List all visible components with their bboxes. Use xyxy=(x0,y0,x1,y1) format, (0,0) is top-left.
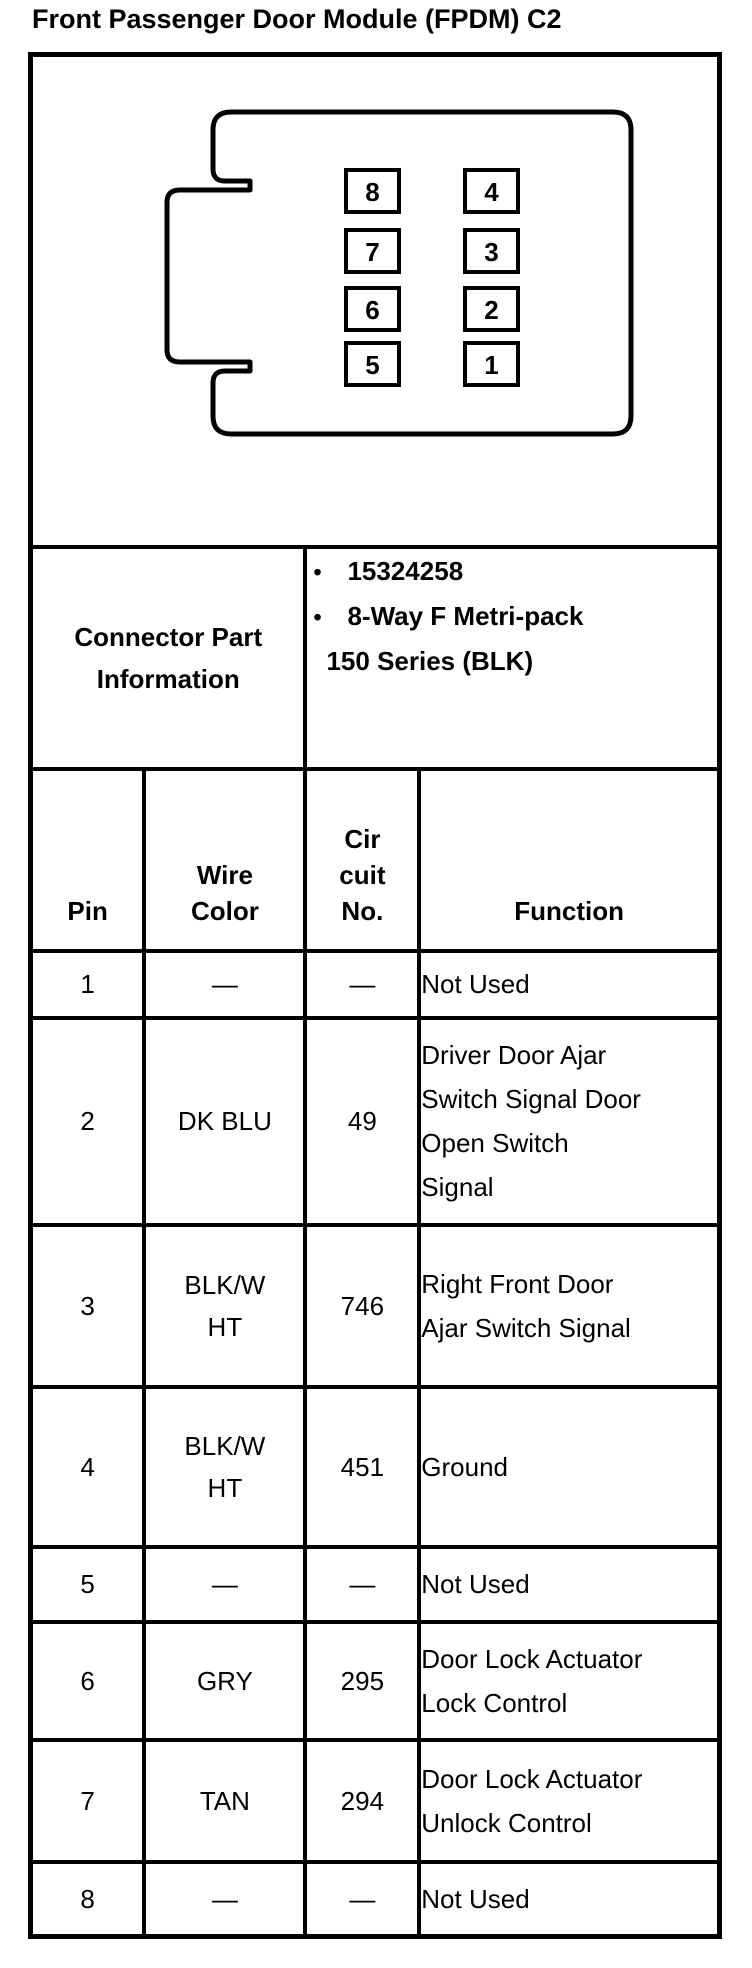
pin-number-3: 3 xyxy=(484,237,498,267)
pin-cell: 6 xyxy=(28,1619,147,1742)
connector-part-info-content: • 15324258 • 8-Way F Metri-pack 150 Seri… xyxy=(303,544,722,771)
function-cell: Right Front Door Ajar Switch Signal xyxy=(417,1222,722,1389)
connector-diagram-cell: 8 7 6 5 4 3 2 1 xyxy=(28,52,722,549)
connector-type: 8-Way F Metri-pack xyxy=(347,600,584,631)
table-row: 1 — — Not Used xyxy=(28,948,722,1020)
pinout-header-row: Pin Wire Color Cir cuit No. Function xyxy=(28,766,722,953)
pin-number-1: 1 xyxy=(484,350,498,380)
pin-number-5: 5 xyxy=(365,350,379,380)
pin-number-4: 4 xyxy=(484,177,499,207)
pin-number-7: 7 xyxy=(365,237,379,267)
wire-color-cell: — xyxy=(142,1544,308,1624)
connector-part-info-row: Connector Part Information • 15324258 • … xyxy=(28,544,722,771)
function-cell: Not Used xyxy=(417,1544,722,1624)
circuit-no-cell: — xyxy=(303,948,422,1020)
wire-color-cell: GRY xyxy=(142,1619,308,1742)
pin-cell: 5 xyxy=(28,1544,147,1624)
wire-color-cell: — xyxy=(142,1859,308,1939)
table-row: 3 BLK/W HT 746 Right Front Door Ajar Swi… xyxy=(28,1222,722,1389)
pin-cavity-6 xyxy=(344,286,401,332)
pin-cell: 2 xyxy=(28,1015,147,1227)
bullet-icon: • xyxy=(313,558,322,585)
pin-cavity-1 xyxy=(463,341,520,387)
bullet-icon: • xyxy=(313,603,322,630)
circuit-no-cell: — xyxy=(303,1859,422,1939)
part-number: 15324258 xyxy=(347,555,464,586)
pin-number-2: 2 xyxy=(484,295,498,325)
pin-cavity-7 xyxy=(344,228,401,274)
part-info-bullet-item: • 8-Way F Metri-pack xyxy=(309,594,715,639)
page-title: Front Passenger Door Module (FPDM) C2 xyxy=(32,4,562,34)
function-cell: Ground xyxy=(417,1384,722,1549)
pin-cavity-5 xyxy=(344,341,401,387)
table-row: 5 — — Not Used xyxy=(28,1544,722,1624)
table-row: 4 BLK/W HT 451 Ground xyxy=(28,1384,722,1549)
circuit-no-cell: 746 xyxy=(303,1222,422,1389)
wire-color-cell: — xyxy=(142,948,308,1020)
table-row: 6 GRY 295 Door Lock Actuator Lock Contro… xyxy=(28,1619,722,1742)
pin-cell: 4 xyxy=(28,1384,147,1549)
pin-cavity-8 xyxy=(344,168,401,214)
circuit-no-cell: — xyxy=(303,1544,422,1624)
wire-color-cell: DK BLU xyxy=(142,1015,308,1227)
pin-cell: 7 xyxy=(28,1737,147,1864)
header-function: Function xyxy=(417,766,722,953)
circuit-no-cell: 295 xyxy=(303,1619,422,1742)
table-row: 7 TAN 294 Door Lock Actuator Unlock Cont… xyxy=(28,1737,722,1864)
header-circuit-no: Cir cuit No. xyxy=(303,766,422,953)
pin-cavity-4 xyxy=(463,168,520,214)
connector-series: 150 Series (BLK) xyxy=(326,645,534,676)
circuit-no-cell: 49 xyxy=(303,1015,422,1227)
pin-cavity-2 xyxy=(463,286,520,332)
connector-part-info-label: Connector Part Information xyxy=(28,544,308,771)
part-info-bullet-item: • 15324258 xyxy=(309,551,715,594)
table-row: 2 DK BLU 49 Driver Door Ajar Switch Sign… xyxy=(28,1015,722,1227)
function-cell: Not Used xyxy=(417,1859,722,1939)
pin-number-8: 8 xyxy=(365,177,379,207)
pin-cell: 1 xyxy=(28,948,147,1020)
function-cell: Not Used xyxy=(417,948,722,1020)
function-cell: Door Lock Actuator Lock Control xyxy=(417,1619,722,1742)
wire-color-cell: TAN xyxy=(142,1737,308,1864)
header-wire-color: Wire Color xyxy=(142,766,308,953)
pin-squares: 8 7 6 5 4 3 2 1 xyxy=(344,168,520,387)
table-row: 8 — — Not Used xyxy=(28,1859,722,1939)
circuit-no-cell: 294 xyxy=(303,1737,422,1864)
pin-number-6: 6 xyxy=(365,295,379,325)
circuit-no-cell: 451 xyxy=(303,1384,422,1549)
connector-diagram-row: 8 7 6 5 4 3 2 1 xyxy=(28,52,722,549)
function-cell: Door Lock Actuator Unlock Control xyxy=(417,1737,722,1864)
wire-color-cell: BLK/W HT xyxy=(142,1384,308,1549)
wire-color-cell: BLK/W HT xyxy=(142,1222,308,1389)
function-cell: Driver Door Ajar Switch Signal Door Open… xyxy=(417,1015,722,1227)
pin-cell: 3 xyxy=(28,1222,147,1389)
pin-cell: 8 xyxy=(28,1859,147,1939)
connector-diagram: 8 7 6 5 4 3 2 1 xyxy=(164,109,634,437)
pin-cavity-3 xyxy=(463,228,520,274)
header-pin: Pin xyxy=(28,766,147,953)
